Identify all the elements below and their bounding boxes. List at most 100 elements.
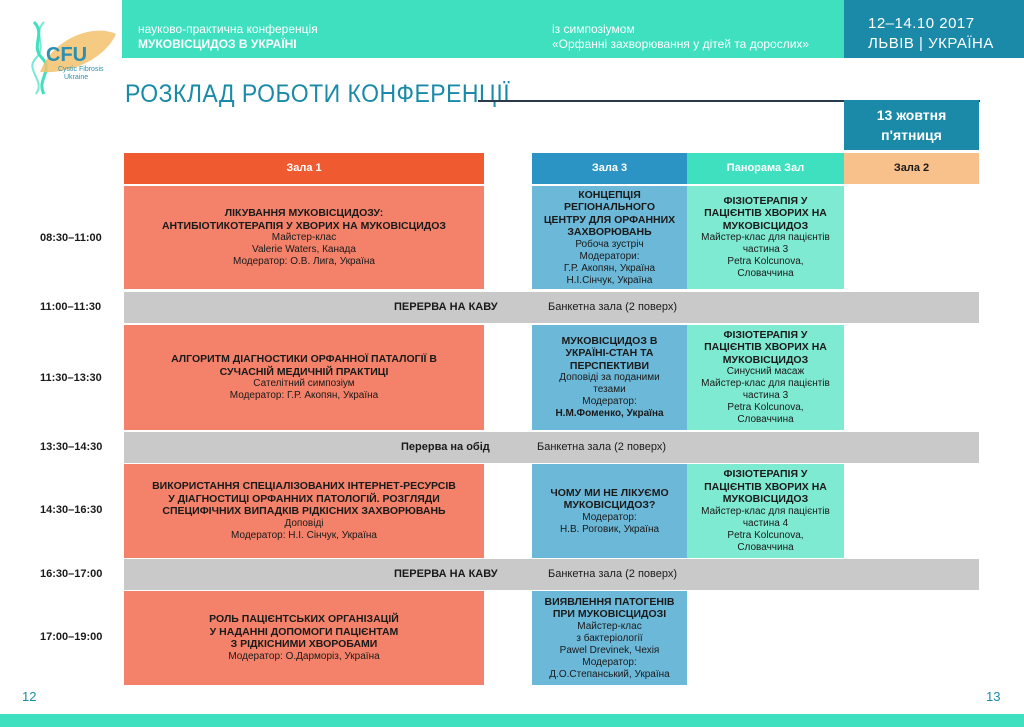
session-format: Робоча зустріч [575,238,644,250]
break-label: Перерва на обід [401,441,490,453]
header-conference: науково-практична конференція МУКОВІСЦИД… [138,22,318,52]
break-time: 16:30–17:00 [40,568,103,580]
session-speaker: Valerie Waters, Канада [252,244,356,255]
break-bar [124,559,979,590]
page-title: РОЗКЛАД РОБОТИ КОНФЕРЕНЦІЇ [125,80,511,108]
break-label: ПЕРЕРВА НА КАВУ [394,301,498,313]
day-date: 13 жовтня [876,107,947,123]
slot-time: 11:30–13:30 [40,372,102,384]
session-moderator-label: Модератори: [579,250,640,262]
page-number-right: 13 [986,689,1001,704]
day-badge: 13 жовтня п'ятниця [844,100,979,150]
break-time: 11:00–11:30 [40,301,102,313]
session-moderator: Г.Р. Акопян, Україна [563,262,656,274]
session-zala3: ВИЯВЛЕННЯ ПАТОГЕНІВ ПРИ МУКОВІСЦИДОЗІ Ма… [532,591,687,685]
session-format: Майстер-клас [577,620,642,632]
session-format: Сателітний симпозіум [253,378,355,389]
session-moderator: Н.М.Фоменко, Україна [555,408,664,420]
session-moderator: Модератор: О.Дарморіз, Україна [228,650,380,662]
day-weekday: п'ятниця [881,127,942,143]
session-moderator-label: Модератор: [582,511,637,523]
session-moderator-label: Модератор: [582,396,637,408]
session-title: РОЛЬ ПАЦІЄНТСЬКИХ ОРГАНІЗАЦІЙ У НАДАННІ … [209,613,399,651]
column-header-panorama: Панорама Зал [687,153,844,184]
header-conference-title: МУКОВІСЦИДОЗ В УКРАЇНІ [138,37,297,51]
header-band [122,0,844,58]
session-title: АЛГОРИТМ ДІАГНОСТИКИ ОРФАННОЇ ПАТАЛОГІЇ … [171,353,437,378]
session-country: Словаччина [737,414,794,426]
slot-time: 08:30–11:00 [40,232,102,244]
session-speaker: Petra Kolcunova, [727,529,804,541]
session-format: Майстер-клас для пацієнтів [701,378,830,390]
session-part: частина 3 [742,244,789,256]
session-country: Словаччина [737,541,794,553]
session-zala1: ЛІКУВАННЯ МУКОВІСЦИДОЗУ: АНТИБІОТИКОТЕРА… [124,186,484,289]
session-title: ЛІКУВАННЯ МУКОВІСЦИДОЗУ: АНТИБІОТИКОТЕРА… [161,207,447,232]
session-title: ФІЗІОТЕРАПІЯ У ПАЦІЄНТІВ ХВОРИХ НА МУКОВ… [704,468,827,506]
title-divider [478,100,980,102]
session-format: Майстер-клас [271,232,337,243]
header-dates-band [844,0,1024,58]
session-format: Доповіді [284,517,324,529]
session-moderator: Н.І.Сінчук, Україна [566,274,653,286]
session-moderator: Модератор: О.В. Лига, Україна [233,256,375,267]
break-place: Банкетна зала (2 поверх) [548,568,678,580]
session-format: Майстер-клас для пацієнтів [701,232,830,244]
cfu-logo-icon [31,20,116,95]
slot-time: 17:00–19:00 [40,631,103,643]
session-zala3: КОНЦЕПЦІЯ РЕГІОНАЛЬНОГО ЦЕНТРУ ДЛЯ ОРФАН… [532,186,687,289]
session-country: Словаччина [737,268,794,280]
session-topic: Синусний масаж [726,366,805,378]
header-dates: 12–14.10 2017 [868,15,975,32]
session-speaker: Petra Kolcunova, [727,256,804,268]
break-label: ПЕРЕРВА НА КАВУ [394,568,498,580]
session-part: частина 3 [742,390,789,402]
session-format-cont: з бактеріології [576,632,643,644]
break-time: 13:30–14:30 [40,441,103,453]
session-title: ВИЯВЛЕННЯ ПАТОГЕНІВ ПРИ МУКОВІСЦИДОЗІ [544,595,675,621]
session-panorama: ФІЗІОТЕРАПІЯ У ПАЦІЄНТІВ ХВОРИХ НА МУКОВ… [687,464,844,558]
session-format: Майстер-клас для пацієнтів [701,505,830,517]
session-title: ЧОМУ МИ НЕ ЛІКУЄМО МУКОВІСЦИДОЗ? [550,486,669,512]
header-symposium-title: «Орфанні захворювання у дітей та доросли… [552,37,810,51]
session-title: КОНЦЕПЦІЯ РЕГІОНАЛЬНОГО ЦЕНТРУ ДЛЯ ОРФАН… [543,188,676,239]
session-format-cont: тезами [593,384,626,396]
session-moderator: Н.В. Роговик, Україна [559,523,660,535]
session-moderator: Модератор: Н.І. Сінчук, Україна [231,529,377,541]
column-header-zala3: Зала 3 [532,153,687,184]
session-panorama: ФІЗІОТЕРАПІЯ У ПАЦІЄНТІВ ХВОРИХ НА МУКОВ… [687,325,844,430]
session-moderator: Модератор: Г.Р. Акопян, Україна [229,390,379,401]
column-header-zala1: Зала 1 [124,153,484,184]
header-location: ЛЬВІВ | УКРАЇНА [868,35,994,52]
bottom-band [0,714,1024,727]
session-title: ФІЗІОТЕРАПІЯ У ПАЦІЄНТІВ ХВОРИХ НА МУКОВ… [704,194,827,232]
header-symposium-subtitle: із симпозіумом [552,22,635,36]
logo-subtitle-2: Ukraine [64,74,89,81]
session-speaker: Petra Kolcunova, [727,402,804,414]
break-bar [124,432,979,463]
session-title: ФІЗІОТЕРАПІЯ У ПАЦІЄНТІВ ХВОРИХ НА МУКОВ… [704,328,827,366]
session-title: МУКОВІСЦИДОЗ В УКРАЇНІ-СТАН ТА ПЕРСПЕКТИ… [561,334,658,372]
break-place: Банкетна зала (2 поверх) [548,301,678,313]
session-title: ВИКОРИСТАННЯ СПЕЦІАЛІЗОВАНИХ ІНТЕРНЕТ-РЕ… [152,480,456,518]
slot-time: 14:30–16:30 [40,504,103,516]
logo-subtitle-1: Cystic Fibrosis [58,66,104,73]
header-symposium: із симпозіумом «Орфанні захворювання у д… [552,22,809,52]
session-format: Доповіді за поданими [559,372,660,384]
session-panorama: ФІЗІОТЕРАПІЯ У ПАЦІЄНТІВ ХВОРИХ НА МУКОВ… [687,186,844,289]
session-zala1: АЛГОРИТМ ДІАГНОСТИКИ ОРФАННОЇ ПАТАЛОГІЇ … [124,325,484,430]
header-conference-subtitle: науково-практична конференція [138,22,318,36]
session-zala3: МУКОВІСЦИДОЗ В УКРАЇНІ-СТАН ТА ПЕРСПЕКТИ… [532,325,687,430]
break-place: Банкетна зала (2 поверх) [537,441,667,453]
session-zala1: ВИКОРИСТАННЯ СПЕЦІАЛІЗОВАНИХ ІНТЕРНЕТ-РЕ… [124,464,484,558]
break-bar [124,292,979,323]
column-header-zala2: Зала 2 [844,153,979,184]
logo-text: CFU [46,44,88,66]
session-part: частина 4 [742,517,789,529]
session-speaker: Pawel Drevinek, Чехія [559,644,660,656]
session-zala3: ЧОМУ МИ НЕ ЛІКУЄМО МУКОВІСЦИДОЗ? Модерат… [532,464,687,558]
session-moderator: Д.О.Степанський, Україна [549,668,670,680]
session-moderator-label: Модератор: [582,656,637,668]
page-number-left: 12 [22,689,37,704]
session-zala1: РОЛЬ ПАЦІЄНТСЬКИХ ОРГАНІЗАЦІЙ У НАДАННІ … [124,591,484,685]
